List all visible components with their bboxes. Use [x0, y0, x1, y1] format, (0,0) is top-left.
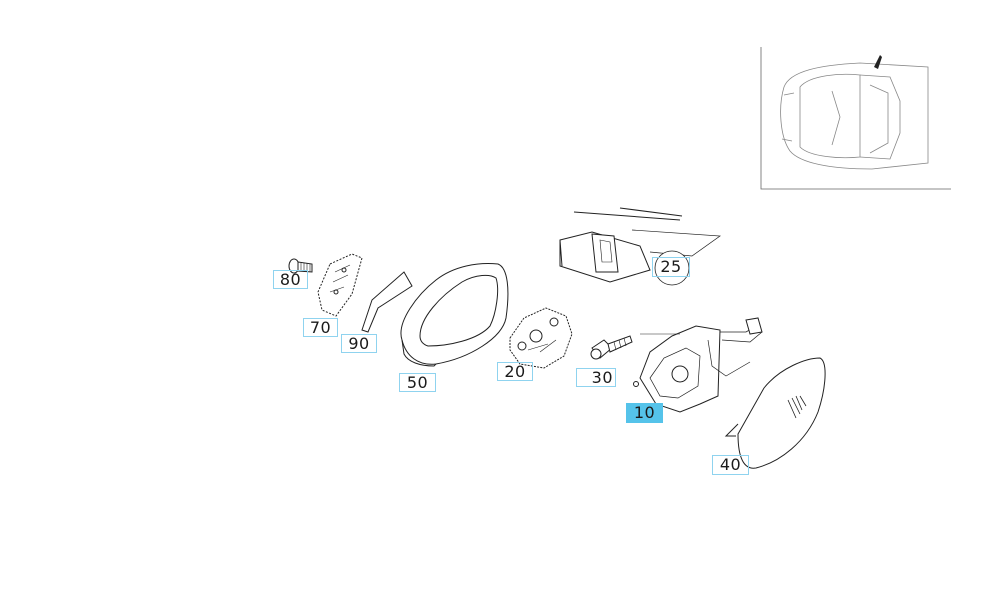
callout-50[interactable]: 50 — [399, 373, 436, 392]
part-50-housing-frame[interactable] — [400, 263, 509, 367]
part-80-screw[interactable] — [288, 258, 313, 274]
mirror-location-marker — [874, 55, 882, 69]
callout-25-label: 25 — [660, 257, 682, 276]
callout-20-label: 20 — [504, 361, 526, 381]
callout-40[interactable]: 40 — [712, 455, 749, 475]
callout-30-label: 30 — [591, 367, 613, 387]
callout-90[interactable]: 90 — [341, 334, 377, 353]
callout-90-label: 90 — [348, 333, 370, 353]
callout-10-label: 10 — [633, 403, 656, 422]
callout-30[interactable]: 30 — [576, 368, 616, 387]
callout-25[interactable]: 25 — [652, 257, 690, 277]
callout-20[interactable]: 20 — [497, 362, 533, 381]
vehicle-location-thumbnail — [760, 47, 951, 190]
callout-70[interactable]: 70 — [303, 318, 338, 337]
callout-80-label: 80 — [279, 269, 302, 289]
part-25-motor[interactable] — [559, 207, 721, 286]
callout-80[interactable]: 80 — [273, 270, 308, 289]
callout-50-label: 50 — [406, 372, 429, 392]
callout-70-label: 70 — [309, 317, 332, 337]
part-40-mirror-glass[interactable] — [724, 357, 826, 469]
callout-10[interactable]: 10 — [626, 403, 663, 423]
part-70-bracket[interactable] — [317, 253, 363, 317]
part-90-strip[interactable] — [361, 271, 413, 333]
part-30-screw[interactable] — [590, 335, 633, 360]
callout-40-label: 40 — [719, 455, 742, 474]
part-10-mirror-drive[interactable] — [633, 317, 763, 413]
part-20-adjustment-plate[interactable] — [509, 307, 573, 369]
